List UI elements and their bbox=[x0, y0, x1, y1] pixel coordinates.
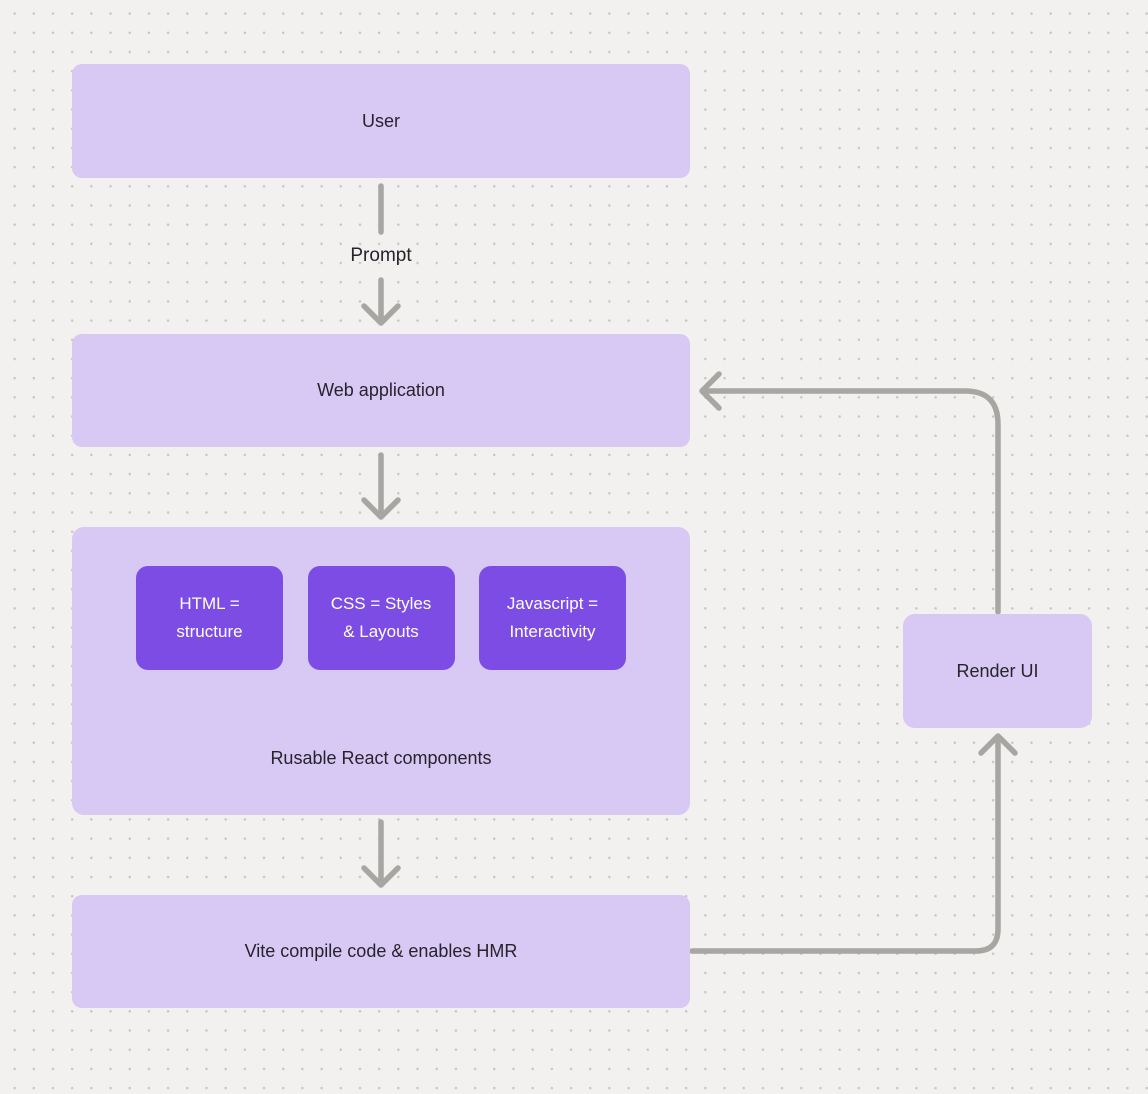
node-vite: Vite compile code & enables HMR bbox=[72, 895, 690, 1008]
arrowhead-down-icon bbox=[361, 497, 401, 520]
edge-webapp-to-components bbox=[361, 452, 401, 520]
edge-renderui-to-webapp bbox=[699, 371, 1001, 615]
edge-components-to-vite bbox=[361, 819, 401, 888]
chip-css-label: CSS = Styles & Layouts bbox=[330, 593, 432, 641]
node-render-ui: Render UI bbox=[903, 614, 1092, 728]
node-render-ui-label: Render UI bbox=[956, 660, 1039, 681]
edge-vite-to-renderui bbox=[689, 733, 1018, 954]
arrowhead-down-icon bbox=[361, 303, 401, 326]
node-web-application: Web application bbox=[72, 334, 690, 447]
edge-label-prompt: Prompt bbox=[350, 245, 412, 266]
components-caption: Rusable React components bbox=[270, 748, 492, 768]
chip-html-label: HTML = structure bbox=[176, 593, 243, 641]
edge-line bbox=[689, 737, 1001, 954]
node-components-group: HTML = structure CSS = Styles & Layouts … bbox=[72, 527, 690, 815]
chip-css: CSS = Styles & Layouts bbox=[307, 566, 455, 670]
chip-html: HTML = structure bbox=[136, 566, 283, 670]
edge-line bbox=[703, 388, 1001, 615]
node-web-application-label: Web application bbox=[317, 380, 445, 401]
components-row: HTML = structure CSS = Styles & Layouts … bbox=[72, 566, 690, 670]
node-user: User bbox=[72, 64, 690, 178]
arrowhead-up-icon bbox=[978, 733, 1018, 756]
chip-javascript: Javascript = Interactivity bbox=[479, 566, 626, 670]
node-user-label: User bbox=[361, 110, 400, 131]
arrowhead-left-icon bbox=[699, 371, 722, 411]
node-vite-label: Vite compile code & enables HMR bbox=[244, 941, 518, 962]
arrowhead-down-icon bbox=[361, 865, 401, 888]
chip-javascript-label: Javascript = Interactivity bbox=[506, 593, 599, 641]
